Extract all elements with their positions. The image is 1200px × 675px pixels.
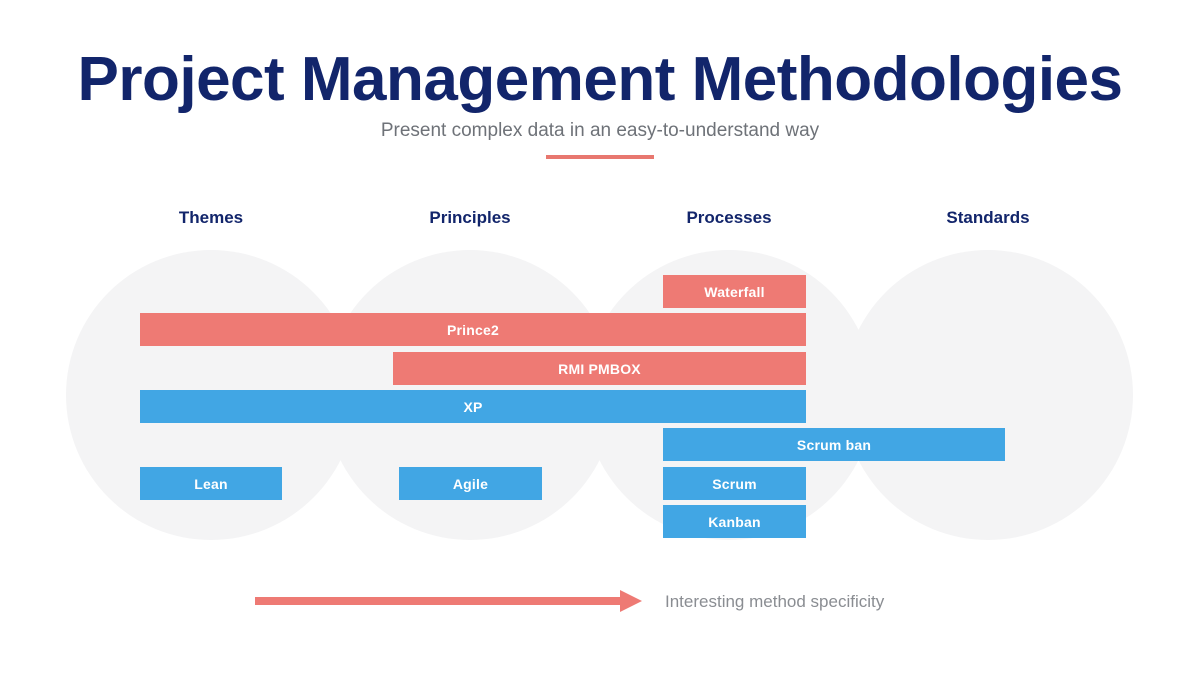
bar-kanban[interactable]: Kanban xyxy=(663,505,806,538)
bar-scrum[interactable]: Scrum xyxy=(663,467,806,500)
arrow-head-icon xyxy=(620,590,642,612)
specificity-arrow xyxy=(255,588,645,614)
accent-rule xyxy=(546,155,654,159)
bar-prince2[interactable]: Prince2 xyxy=(140,313,806,346)
bar-label: Prince2 xyxy=(447,321,499,338)
bar-lean[interactable]: Lean xyxy=(140,467,282,500)
bar-waterfall[interactable]: Waterfall xyxy=(663,275,806,308)
bar-label: Waterfall xyxy=(704,283,765,300)
bar-agile[interactable]: Agile xyxy=(399,467,542,500)
column-header-themes: Themes xyxy=(178,208,244,227)
bar-label: Agile xyxy=(452,475,489,492)
bar-label: Scrum ban xyxy=(796,436,872,453)
column-header-standards: Standards xyxy=(946,208,1030,227)
bar-scrum-ban[interactable]: Scrum ban xyxy=(663,428,1005,461)
bar-label: Lean xyxy=(194,475,228,492)
arrow-shaft xyxy=(255,597,625,605)
bar-label: RMI PMBOX xyxy=(558,360,641,377)
bar-label: XP xyxy=(463,398,483,415)
page-subtitle: Present complex data in an easy-to-under… xyxy=(380,120,820,141)
column-header-principles: Principles xyxy=(429,208,511,227)
page-title: Project Management Methodologies xyxy=(77,45,1123,114)
column-header-processes: Processes xyxy=(686,208,772,227)
arrow-caption: Interesting method specificity xyxy=(665,592,885,611)
bar-label: Scrum xyxy=(712,475,757,492)
bar-label: Kanban xyxy=(708,513,761,530)
bar-xp[interactable]: XP xyxy=(140,390,806,423)
bar-rmi-pmbox[interactable]: RMI PMBOX xyxy=(393,352,806,385)
standards-circle xyxy=(843,250,1133,540)
